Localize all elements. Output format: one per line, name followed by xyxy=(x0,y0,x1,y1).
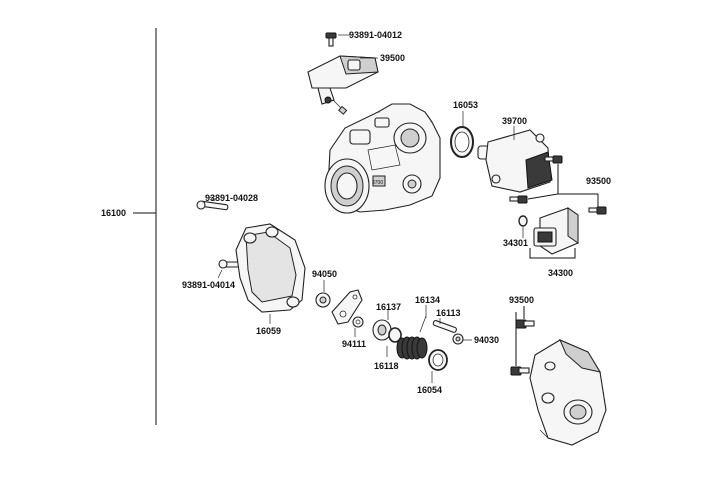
map-sensor[interactable] xyxy=(307,55,379,115)
collar-16137[interactable] xyxy=(372,319,392,341)
label-93500-bottom: 93500 xyxy=(509,295,534,305)
label-93891-04014: 93891-04014 xyxy=(182,280,235,290)
throttle-lever[interactable] xyxy=(331,289,363,325)
o-ring-34301[interactable] xyxy=(518,215,528,227)
tps-sensor-34300[interactable] xyxy=(533,207,579,255)
label-16137: 16137 xyxy=(376,302,401,312)
cover-16059[interactable] xyxy=(235,223,306,313)
label-39500: 39500 xyxy=(380,53,405,63)
label-93500-top: 93500 xyxy=(586,176,611,186)
label-94111: 94111 xyxy=(342,339,366,349)
throttle-body[interactable]: 3700 xyxy=(324,103,441,214)
o-ring-16054[interactable] xyxy=(428,349,448,371)
pin-93891-04028[interactable] xyxy=(196,200,229,211)
nut-94030[interactable] xyxy=(452,333,464,345)
label-16100: 16100 xyxy=(101,208,126,218)
label-16134: 16134 xyxy=(415,295,440,305)
screw-93500-c[interactable] xyxy=(588,206,607,215)
screw-93500-e[interactable] xyxy=(510,366,530,376)
assembly-bracket xyxy=(133,28,157,425)
bushing-16118[interactable] xyxy=(388,327,402,343)
label-93891-04028: 93891-04028 xyxy=(205,193,258,203)
screw-93500-d[interactable] xyxy=(515,319,535,329)
label-16053: 16053 xyxy=(453,100,478,110)
washer-94111[interactable] xyxy=(352,316,364,328)
label-94050: 94050 xyxy=(312,269,337,279)
lower-housing[interactable] xyxy=(529,339,607,446)
label-16113: 16113 xyxy=(436,308,461,318)
label-34300: 34300 xyxy=(548,268,573,278)
label-16118: 16118 xyxy=(374,361,399,371)
isc-valve-39700[interactable] xyxy=(477,129,553,193)
screw-93891-04012[interactable] xyxy=(325,32,337,47)
label-94030: 94030 xyxy=(474,335,499,345)
label-93891-04012: 93891-04012 xyxy=(349,30,402,40)
screw-93500-b[interactable] xyxy=(509,195,528,204)
label-34301: 34301 xyxy=(503,238,528,248)
label-16059: 16059 xyxy=(256,326,281,336)
label-39700: 39700 xyxy=(502,116,527,126)
label-16054: 16054 xyxy=(417,385,442,395)
body-stamp: 3700 xyxy=(372,180,383,186)
o-ring-16053[interactable] xyxy=(450,126,474,158)
spring-16134[interactable] xyxy=(396,315,428,360)
screw-93500-a[interactable] xyxy=(544,155,563,164)
nut-94050[interactable] xyxy=(315,292,331,308)
shaft-16113[interactable] xyxy=(432,320,457,333)
